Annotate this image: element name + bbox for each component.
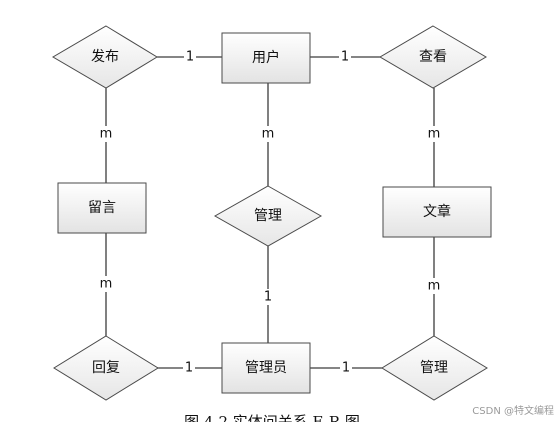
entity-admin-label: 管理员	[245, 360, 287, 376]
cardinality-labels: 1 1 m m m m 1 m 1 1	[98, 49, 442, 376]
cardinality-user-view: 1	[341, 50, 349, 65]
cardinality-message-reply: m	[100, 277, 113, 292]
relationship-reply: 回复	[53, 335, 159, 401]
entity-user: 用户	[221, 32, 311, 84]
cardinality-admin-manage: 1	[342, 361, 350, 376]
figure-caption: 图 4-2 实体间关系 E-R 图	[184, 413, 360, 422]
entity-message-label: 留言	[88, 200, 116, 216]
relationship-reply-label: 回复	[92, 359, 120, 376]
cardinality-article-manage: m	[428, 279, 441, 294]
watermark: CSDN @特文编程	[472, 404, 554, 417]
cardinality-view-article: m	[428, 127, 441, 142]
entity-article-label: 文章	[423, 203, 451, 220]
entity-admin: 管理员	[221, 342, 311, 394]
cardinality-manage-admin: 1	[264, 290, 272, 305]
entity-message: 留言	[57, 182, 147, 234]
relationship-view: 查看	[379, 25, 487, 89]
cardinality-publish-message: m	[100, 127, 113, 142]
relationship-manage-right-label: 管理	[420, 360, 448, 376]
entity-article: 文章	[382, 186, 492, 238]
cardinality-user-manage: m	[262, 127, 275, 142]
cardinality-reply-admin: 1	[185, 361, 193, 376]
relationship-manage-center: 管理	[213, 185, 323, 247]
relationship-manage-right: 管理	[381, 335, 488, 401]
relationship-view-label: 查看	[419, 49, 447, 65]
cardinality-user-publish: 1	[186, 50, 194, 65]
relationship-manage-center-label: 管理	[254, 208, 282, 224]
relationship-publish-label: 发布	[91, 49, 119, 65]
entity-user-label: 用户	[252, 49, 280, 66]
relationship-publish: 发布	[52, 25, 158, 89]
